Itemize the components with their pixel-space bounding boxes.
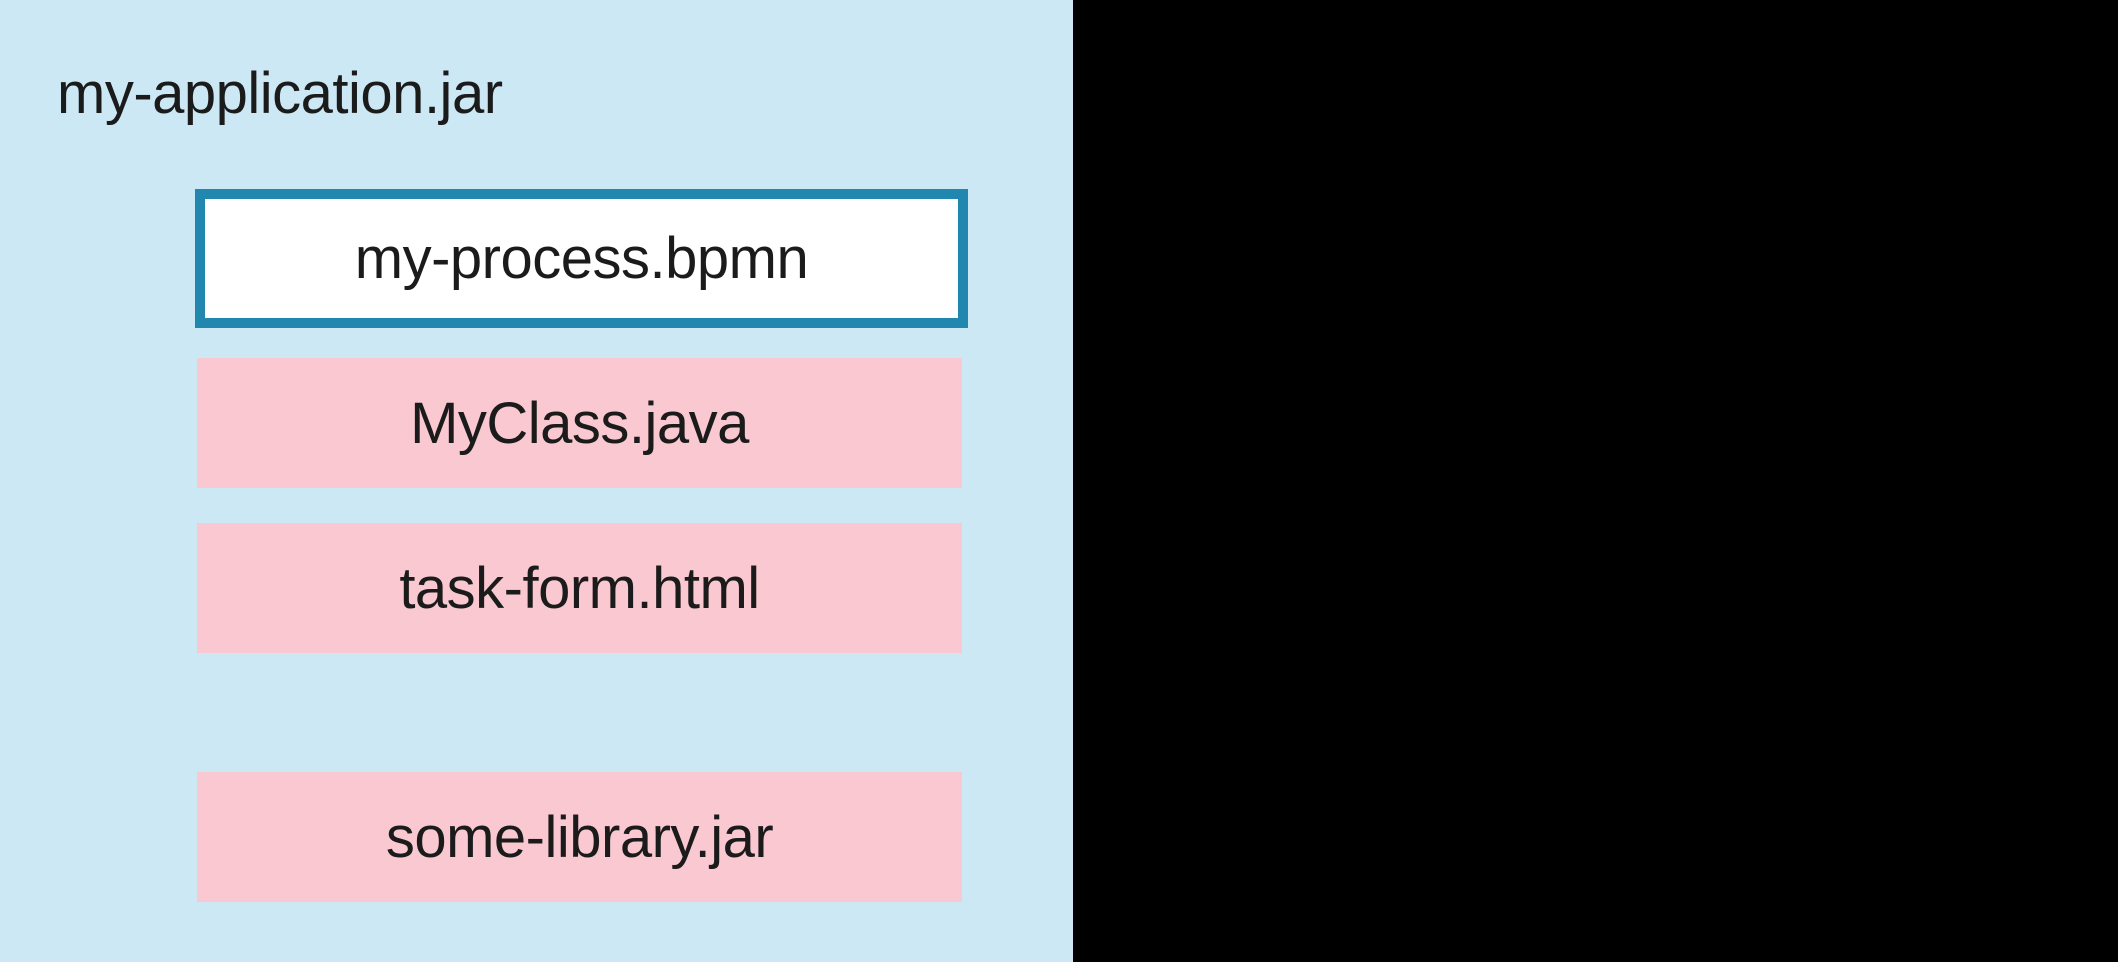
file-box-library: some-library.jar	[197, 772, 962, 902]
file-box-bpmn-label: my-process.bpmn	[354, 226, 809, 291]
application-jar-panel: my-application.jar my-process.bpmn MyCla…	[0, 0, 1073, 962]
file-box-library-label: some-library.jar	[385, 804, 774, 870]
jar-title: my-application.jar	[57, 61, 503, 126]
file-box-java-label: MyClass.java	[410, 390, 749, 456]
file-box-form-label: task-form.html	[399, 555, 760, 621]
file-box-bpmn: my-process.bpmn	[195, 189, 968, 328]
file-box-java: MyClass.java	[197, 358, 962, 488]
file-box-form: task-form.html	[197, 523, 962, 653]
